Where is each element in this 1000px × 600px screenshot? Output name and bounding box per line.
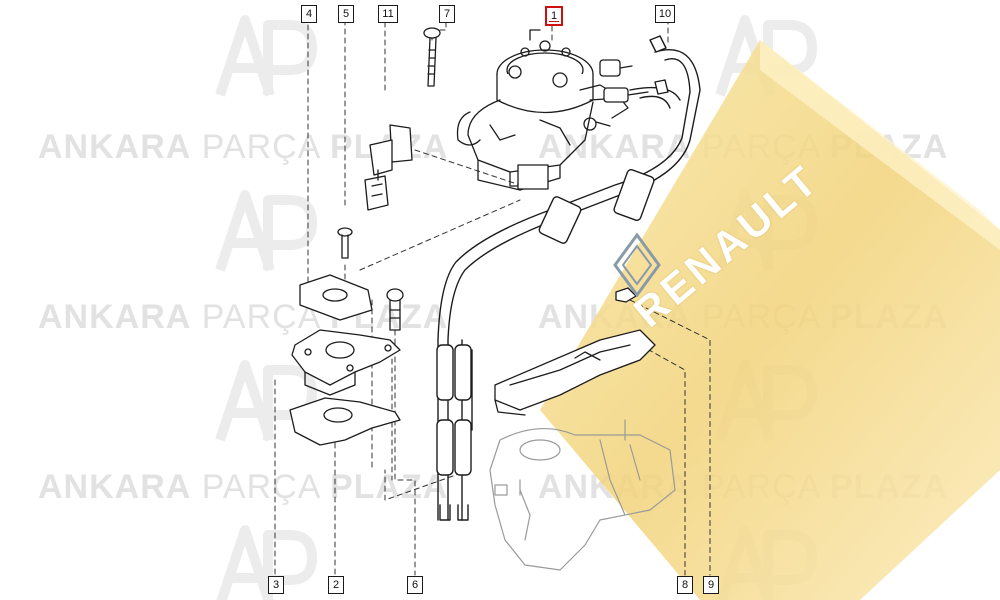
monogram-icon bbox=[215, 190, 317, 272]
callout-7[interactable]: 7 bbox=[439, 5, 455, 23]
carburettor-body bbox=[456, 29, 649, 191]
callout-8[interactable]: 8 bbox=[677, 576, 693, 594]
renault-diamond-icon bbox=[613, 232, 661, 298]
bolt-6 bbox=[386, 288, 404, 331]
connector-11 bbox=[364, 124, 413, 211]
spacer-3 bbox=[291, 329, 401, 396]
screw-5 bbox=[337, 227, 353, 259]
brand-logo: RENAULT bbox=[565, 155, 965, 430]
hose-10 bbox=[436, 35, 701, 521]
heat-shield-8 bbox=[494, 329, 656, 416]
callout-1[interactable]: 1 bbox=[545, 6, 563, 26]
callout-6[interactable]: 6 bbox=[407, 576, 423, 594]
gasket-4 bbox=[299, 274, 373, 321]
monogram-icon bbox=[215, 15, 317, 97]
callout-10[interactable]: 10 bbox=[655, 5, 675, 23]
callout-9[interactable]: 9 bbox=[703, 576, 719, 594]
insulator-2 bbox=[289, 397, 401, 446]
nut-9 bbox=[615, 287, 637, 303]
intake-manifold bbox=[489, 419, 676, 571]
bolt-7 bbox=[423, 27, 441, 87]
callout-3[interactable]: 3 bbox=[268, 576, 284, 594]
callout-11[interactable]: 11 bbox=[378, 5, 398, 23]
monogram-icon bbox=[216, 525, 317, 600]
callout-2[interactable]: 2 bbox=[328, 576, 344, 594]
callout-5[interactable]: 5 bbox=[338, 5, 354, 23]
callout-4[interactable]: 4 bbox=[301, 5, 317, 23]
